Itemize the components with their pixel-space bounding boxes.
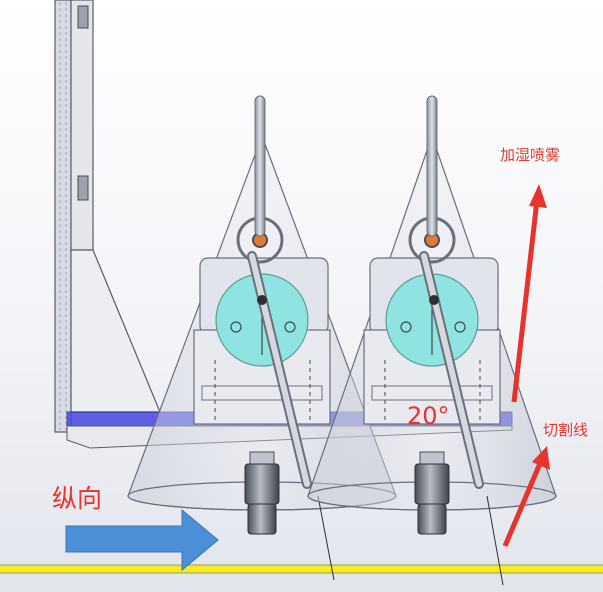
nozzle-assembly-left <box>127 95 397 581</box>
bolt-icon <box>77 175 89 201</box>
nozzle-assembly-right <box>307 95 557 586</box>
arrow-right-icon <box>65 508 219 572</box>
ground-line <box>0 564 603 574</box>
longitudinal-label: 纵向 <box>52 484 103 513</box>
arrow-diagonal-icon <box>502 446 550 547</box>
humidify-spray-label: 加湿喷雾 <box>500 146 561 164</box>
arrow-up-icon <box>511 184 547 403</box>
angle-label: 20° <box>407 402 450 430</box>
cut-line-label: 切割线 <box>543 421 589 439</box>
bolt-icon <box>77 5 89 29</box>
